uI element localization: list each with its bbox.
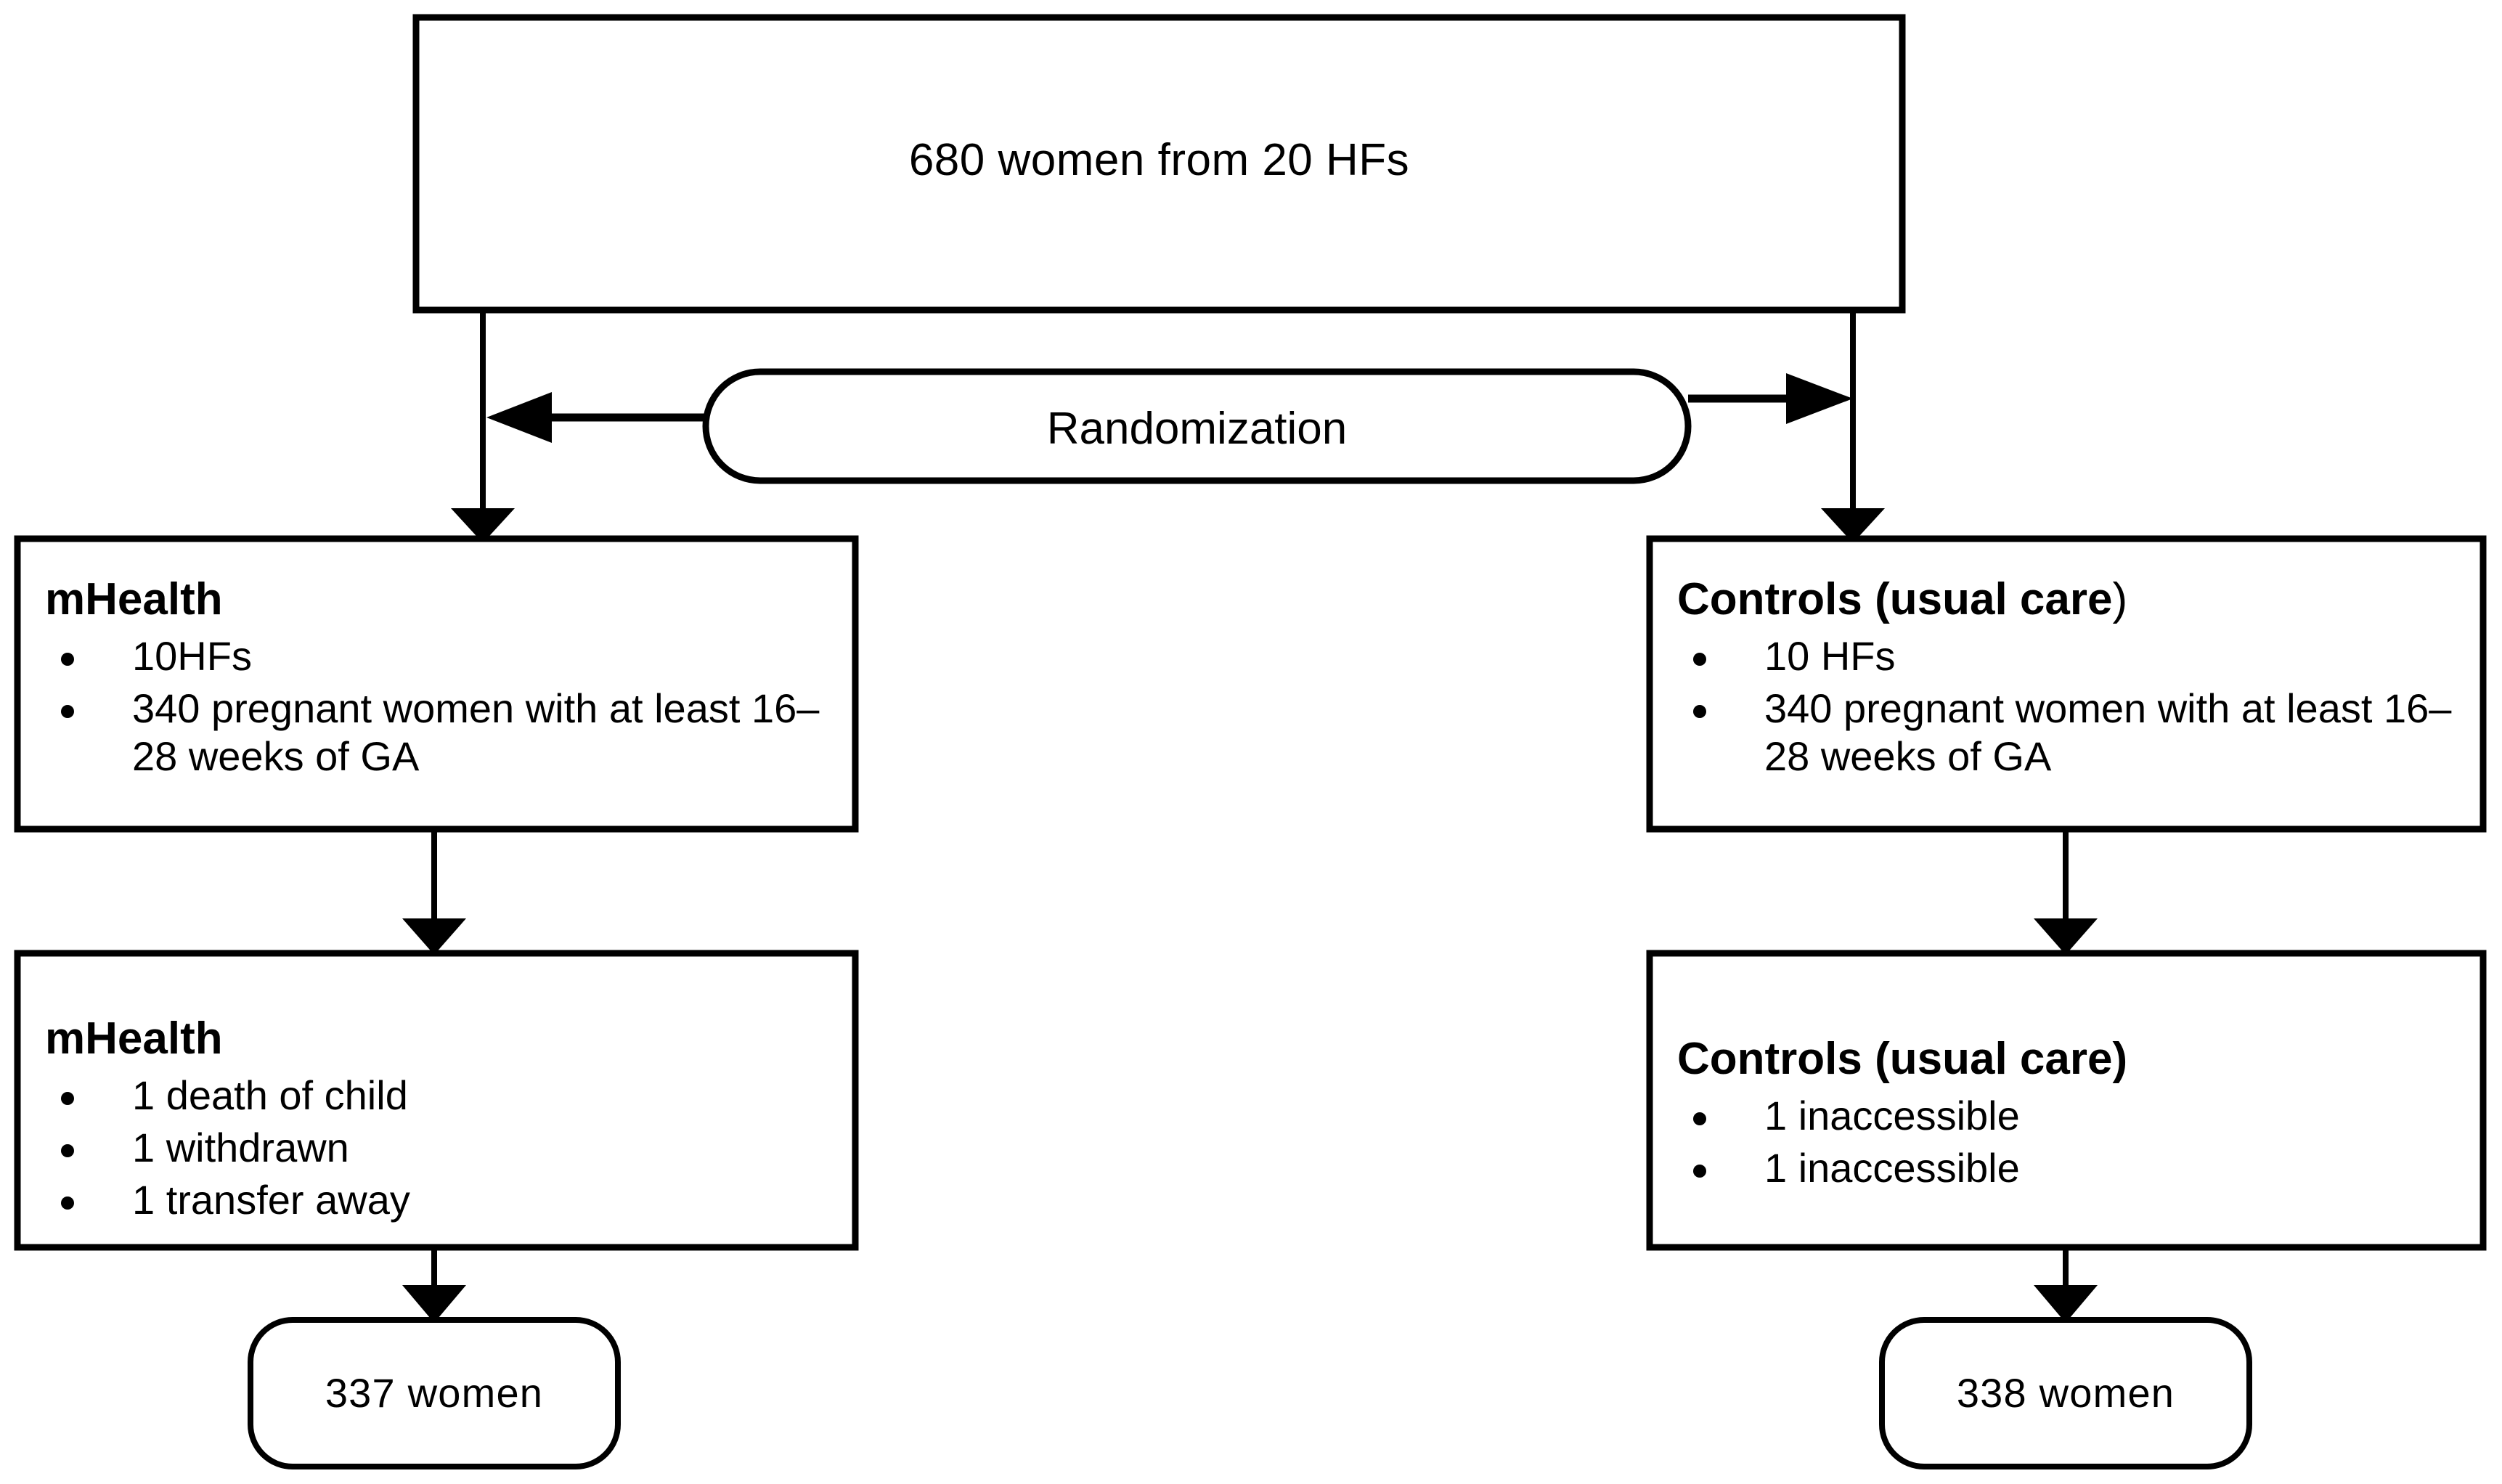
list-item: 1 inaccessible [1677,1092,2469,1140]
arrowhead-right-arm [1821,508,1885,543]
left-arm-content: mHealth 10HFs 340 pregnant women with at… [45,574,836,785]
right-arm-heading-main: Controls (usual care [1677,574,2113,624]
right-outcome-text: 338 women [1956,1370,2175,1416]
randomization-right-arrowhead [1786,373,1853,424]
right-arm-content: Controls (usual care) 10 HFs 340 pregnan… [1677,574,2469,785]
enrollment-title: 680 women from 20 HFs [908,135,1410,185]
right-loss-bullet-list: 1 inaccessible 1 inaccessible [1677,1092,2469,1192]
left-loss-bullet-list: 1 death of child 1 withdrawn 1 transfer … [45,1072,836,1224]
left-loss-heading: mHealth [45,1014,223,1064]
list-item: 1 withdrawn [45,1124,836,1172]
right-arm-bullet-list: 10 HFs 340 pregnant women with at least … [1677,632,2469,780]
right-arm-heading-tail: ) [2112,574,2128,624]
right-arm-heading: Controls (usual care) [1677,574,2469,625]
enrollment-label: 680 women from 20 HFs [416,134,1902,186]
list-item: 1 death of child [45,1072,836,1120]
list-item: 10HFs [45,632,836,680]
randomization-text: Randomization [1046,404,1348,454]
right-loss-content: Controls (usual care) 1 inaccessible 1 i… [1677,1033,2469,1196]
arrowhead-right-outcome [2034,1285,2098,1323]
left-arm-heading: mHealth [45,574,223,624]
left-loss-content: mHealth 1 death of child 1 withdrawn 1 t… [45,1013,836,1228]
list-item: 10 HFs [1677,632,2469,680]
list-item: 340 pregnant women with at least 16–28 w… [1677,685,2469,780]
right-outcome-label: 338 women [1882,1369,2249,1416]
arrowhead-left-loss [402,918,466,955]
list-item: 1 transfer away [45,1176,836,1224]
left-outcome-text: 337 women [325,1370,544,1416]
right-loss-heading: Controls (usual care) [1677,1034,2128,1084]
arrowhead-left-outcome [402,1285,466,1323]
list-item: 340 pregnant women with at least 16–28 w… [45,685,836,780]
randomization-left-arrowhead [486,392,552,443]
list-item: 1 inaccessible [1677,1144,2469,1192]
left-arm-bullet-list: 10HFs 340 pregnant women with at least 1… [45,632,836,780]
randomization-label: Randomization [706,403,1688,454]
arrowhead-left-arm [451,508,515,543]
left-outcome-label: 337 women [250,1369,618,1416]
arrowhead-right-loss [2034,918,2098,955]
